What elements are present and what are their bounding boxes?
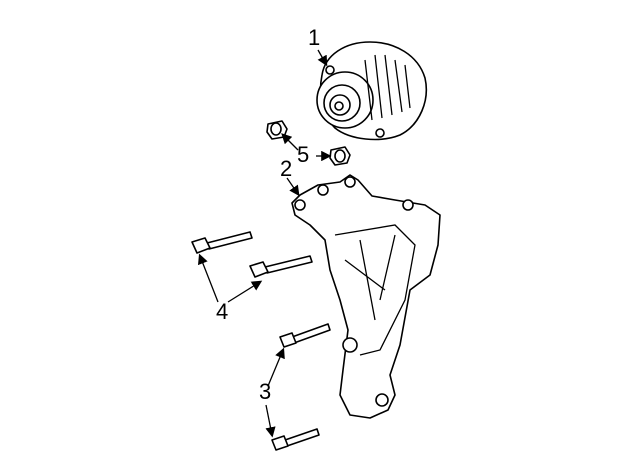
- alternator[interactable]: [316, 41, 427, 141]
- bolt-middle[interactable]: [249, 255, 313, 278]
- nut-lower[interactable]: [329, 146, 351, 166]
- callout-5: 5: [297, 142, 310, 167]
- callout-1: 1: [308, 25, 321, 50]
- callout-2: 2: [280, 156, 293, 181]
- leader-lines: [197, 49, 332, 438]
- callout-3: 3: [259, 379, 272, 404]
- bolt-lower-upper[interactable]: [279, 323, 331, 348]
- bolt-upper-left[interactable]: [191, 231, 253, 254]
- bolt-lower-lower[interactable]: [271, 428, 320, 451]
- bracket[interactable]: [291, 174, 441, 419]
- callout-4: 4: [216, 299, 229, 324]
